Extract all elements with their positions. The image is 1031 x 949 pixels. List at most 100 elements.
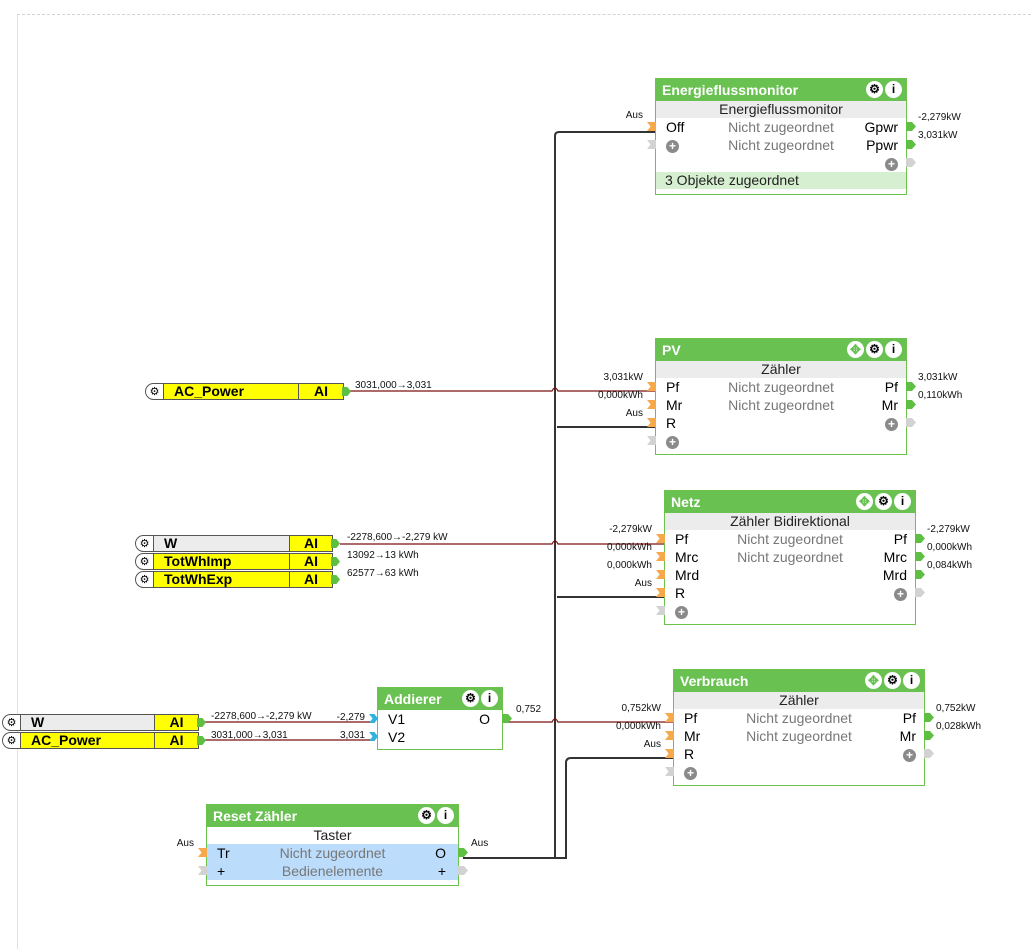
add-output-icon[interactable]: + — [437, 863, 446, 879]
gear-icon[interactable]: ⚙ — [135, 535, 153, 552]
block-netz[interactable]: Netz ✥⚙i Zähler Bidirektional -2,279kW P… — [607, 490, 972, 625]
block-reset-zaehler[interactable]: Reset Zähler ⚙i Taster Aus Tr Nicht zuge… — [177, 804, 488, 886]
info-icon[interactable]: i — [885, 81, 902, 98]
assignment-label: Nicht zugeordnet — [728, 137, 834, 153]
block-row: 0,000kWh Mrc Nicht zugeordnet Mrc 0,000k… — [607, 542, 972, 566]
add-input-icon[interactable]: + — [666, 436, 679, 449]
add-input-icon[interactable]: + — [684, 767, 697, 780]
gear-icon[interactable]: ⚙ — [875, 493, 892, 510]
object-w[interactable]: ⚙ W AI — [135, 535, 340, 552]
input-pin[interactable] — [647, 418, 656, 427]
input-pin[interactable] — [656, 534, 665, 543]
gear-icon[interactable]: ⚙ — [418, 807, 435, 824]
object-ac-power-adder[interactable]: ⚙ AC_Power AI — [2, 732, 206, 749]
output-pin[interactable] — [924, 713, 934, 722]
add-input-icon[interactable]: + — [666, 140, 679, 153]
input-pin[interactable] — [665, 749, 674, 758]
input-label: Mrd — [675, 567, 700, 583]
info-icon[interactable]: i — [885, 341, 902, 358]
input-pin[interactable] — [665, 767, 674, 776]
output-label: Ppwr — [866, 137, 898, 153]
add-input-icon[interactable]: + — [675, 606, 688, 619]
input-label: R — [675, 585, 686, 601]
input-pin[interactable] — [647, 122, 656, 131]
input-value: 0,000kWh — [615, 721, 661, 732]
output-pin[interactable] — [197, 736, 206, 745]
gear-icon[interactable]: ⚙ — [462, 690, 479, 707]
gear-icon[interactable]: ⚙ — [135, 553, 153, 570]
input-pin[interactable] — [656, 588, 665, 597]
input-pin[interactable] — [656, 606, 665, 615]
info-icon[interactable]: i — [903, 672, 920, 689]
add-input-icon[interactable]: + — [217, 863, 226, 879]
input-pin[interactable] — [665, 731, 674, 740]
input-pin[interactable] — [647, 382, 656, 391]
add-output-icon[interactable]: + — [885, 158, 898, 171]
input-pin[interactable] — [656, 570, 665, 579]
output-pin[interactable] — [458, 848, 468, 857]
output-pin[interactable] — [331, 557, 340, 566]
output-pin[interactable] — [197, 718, 206, 727]
input-pin[interactable] — [369, 714, 378, 723]
input-pin[interactable] — [665, 713, 674, 722]
output-pin[interactable] — [331, 575, 340, 584]
output-pin[interactable] — [906, 418, 916, 427]
gear-icon[interactable]: ⚙ — [884, 672, 901, 689]
output-pin[interactable] — [906, 140, 916, 149]
gear-icon[interactable]: ⚙ — [2, 714, 20, 731]
block-addierer[interactable]: Addierer ⚙i V1 O 0,752 V2 — [369, 687, 541, 750]
info-icon[interactable]: i — [437, 807, 454, 824]
input-pin[interactable] — [647, 400, 656, 409]
wire-label: 3031,000→3,031 — [355, 380, 432, 391]
add-output-icon[interactable]: + — [885, 418, 898, 431]
object-totwhexp[interactable]: ⚙ TotWhExp AI — [135, 571, 340, 588]
input-pin[interactable] — [647, 140, 656, 149]
gear-icon[interactable]: ⚙ — [145, 383, 163, 400]
output-value: 0,000kWh — [927, 542, 973, 553]
move-icon[interactable]: ✥ — [847, 341, 864, 358]
logic-canvas[interactable] — [17, 14, 1031, 949]
input-value: Aus — [625, 408, 643, 419]
info-icon[interactable]: i — [481, 690, 498, 707]
block-verbrauch[interactable]: Verbrauch ✥⚙i Zähler 0,752kW Pf Nicht zu… — [616, 669, 981, 786]
output-pin[interactable] — [906, 382, 916, 391]
object-w-adder[interactable]: ⚙ W AI — [2, 714, 206, 731]
output-pin[interactable] — [502, 714, 512, 723]
output-pin[interactable] — [915, 534, 925, 543]
gear-icon[interactable]: ⚙ — [866, 81, 883, 98]
input-pin[interactable] — [369, 732, 378, 741]
input-pin[interactable] — [198, 848, 207, 857]
output-pin[interactable] — [906, 400, 916, 409]
output-pin[interactable] — [458, 866, 468, 875]
output-label: Mrc — [883, 549, 907, 565]
input-pin[interactable] — [656, 552, 665, 561]
gear-icon[interactable]: ⚙ — [2, 732, 20, 749]
info-icon[interactable]: i — [894, 493, 911, 510]
output-pin[interactable] — [331, 539, 340, 548]
output-pin[interactable] — [924, 749, 934, 758]
gear-icon[interactable]: ⚙ — [135, 571, 153, 588]
block-pv[interactable]: PV ✥⚙i Zähler 3,031kW Pf Nicht zugeordne… — [598, 338, 962, 455]
block-row: Aus Tr Nicht zugeordnet O Aus — [177, 838, 488, 862]
assignment-label: Nicht zugeordnet — [728, 397, 834, 413]
add-output-icon[interactable]: + — [894, 588, 907, 601]
output-pin[interactable] — [915, 570, 925, 579]
block-row: 0,000kWh Mrd Mrd 0,084kWh — [607, 560, 972, 584]
block-energieflussmonitor[interactable]: Energieflussmonitor ⚙i Energieflussmonit… — [626, 78, 961, 195]
output-pin[interactable] — [906, 158, 916, 167]
object-ac-power[interactable]: ⚙ AC_Power AI — [145, 383, 351, 400]
output-pin[interactable] — [915, 552, 925, 561]
gear-icon[interactable]: ⚙ — [866, 341, 883, 358]
object-totwhimp[interactable]: ⚙ TotWhImp AI — [135, 553, 340, 570]
output-pin[interactable] — [342, 387, 351, 396]
move-icon[interactable]: ✥ — [865, 672, 882, 689]
input-pin[interactable] — [198, 866, 207, 875]
block-row: + — [656, 602, 915, 620]
output-pin[interactable] — [906, 122, 916, 131]
input-pin[interactable] — [647, 436, 656, 445]
input-value: 0,000kWh — [606, 542, 652, 553]
output-pin[interactable] — [915, 588, 925, 597]
move-icon[interactable]: ✥ — [856, 493, 873, 510]
output-pin[interactable] — [924, 731, 934, 740]
add-output-icon[interactable]: + — [903, 749, 916, 762]
